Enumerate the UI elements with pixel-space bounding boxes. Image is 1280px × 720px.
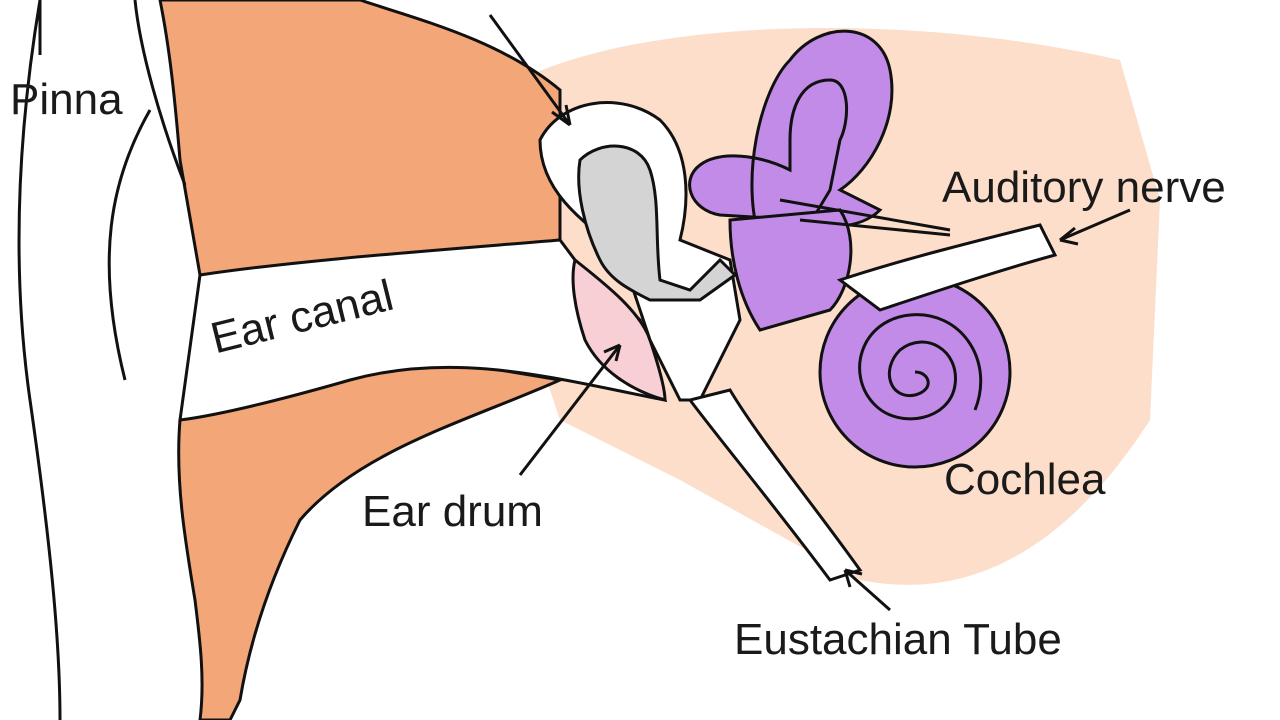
pinna-helix-curve — [107, 109, 152, 381]
ear-canal-tube — [178, 238, 668, 422]
pinna-region — [158, 0, 562, 277]
label-ear-drum: Ear drum — [362, 487, 543, 536]
label-auditory-nerve: Auditory nerve — [942, 163, 1226, 212]
auditory-nerve — [836, 223, 1058, 312]
eustachian-tube-arrow — [844, 568, 891, 612]
ear-drum-arrow — [518, 344, 622, 476]
ossicles-bones — [577, 144, 738, 302]
vestibule — [728, 208, 853, 332]
label-pinna: Pinna — [10, 75, 123, 124]
pointer-arrows — [488, 14, 1131, 612]
pinna-inner-curve — [133, 0, 187, 186]
cochlea-spiral — [858, 313, 983, 421]
label-eustachian-tube: Eustachian Tube — [734, 615, 1062, 664]
ear-lobe-region — [177, 358, 566, 720]
ear-drum-membrane — [571, 257, 667, 402]
label-cochlea: Cochlea — [944, 455, 1106, 504]
auditory-nerve-arrow — [1059, 208, 1131, 242]
ossicles-arrow — [488, 14, 572, 126]
pinna-outer-curve — [17, 0, 62, 720]
nerve-fibers — [779, 198, 951, 237]
